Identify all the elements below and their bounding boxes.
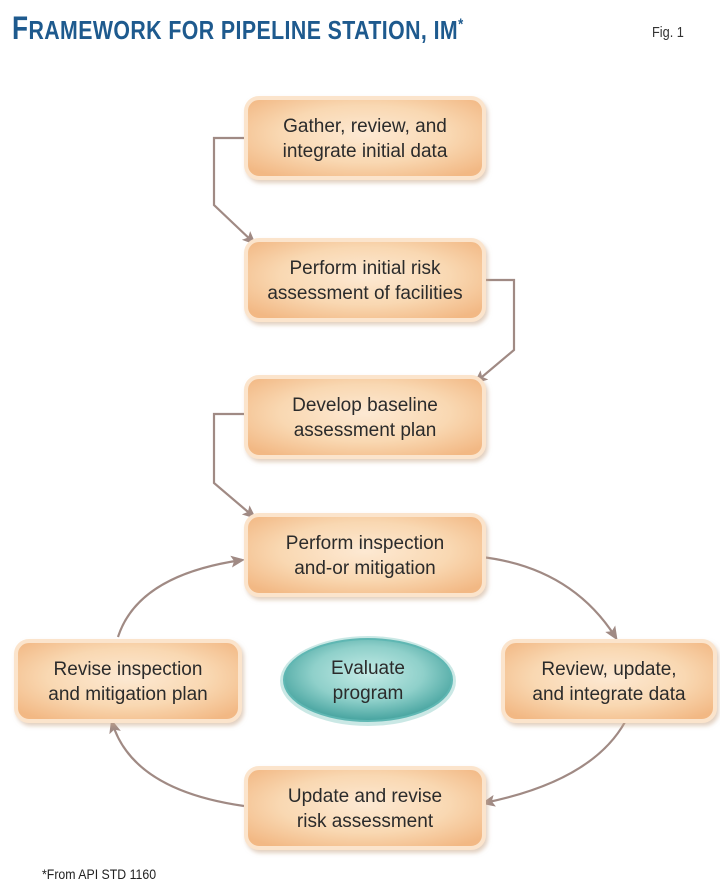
node-gather <box>244 96 486 180</box>
diagram-title: FRAMEWORK FOR PIPELINE STATION, IM* <box>12 10 464 47</box>
node-baseline <box>244 375 486 459</box>
arrow-revise-to-inspection <box>116 555 245 638</box>
risk-initial-label-line1: Perform initial risk <box>290 258 441 279</box>
arrow-update-to-revise <box>109 719 245 808</box>
source-footnote: *From API STD 1160 <box>42 866 157 882</box>
update-risk-label-line1: Update and revise <box>288 786 442 807</box>
figure-label: Fig. 1 <box>652 24 684 41</box>
inspection-label-line2: and-or mitigation <box>294 558 436 579</box>
review-label-line2: and integrate data <box>532 684 686 705</box>
gather-label-line1: Gather, review, and <box>283 116 447 137</box>
arrow-baseline-to-inspection <box>212 412 257 519</box>
revise-plan-label-line2: and mitigation plan <box>48 684 208 705</box>
update-risk-label-line2: risk assessment <box>297 811 434 832</box>
inspection-label-line1: Perform inspection <box>286 533 444 554</box>
title-rest: RAMEWORK FOR PIPELINE STATION, IM <box>28 15 459 45</box>
node-risk-initial <box>244 238 486 322</box>
arrow-review-to-update <box>481 721 626 807</box>
title-initial: F <box>12 10 29 46</box>
gather-label-line2: integrate initial data <box>283 141 448 162</box>
revise-plan-label-line1: Revise inspection <box>54 659 203 680</box>
evaluate-label-line2: program <box>333 683 404 704</box>
node-inspection <box>244 513 486 597</box>
review-label-line1: Review, update, <box>541 659 676 680</box>
risk-initial-label-line2: assessment of facilities <box>267 283 462 304</box>
node-update-risk <box>244 766 486 850</box>
arrow-inspection-to-review <box>481 555 618 641</box>
evaluate-label-line1: Evaluate <box>331 658 405 679</box>
arrow-risk-to-baseline <box>473 278 516 384</box>
baseline-label-line2: assessment plan <box>294 420 437 441</box>
node-evaluate <box>280 636 456 726</box>
arrow-gather-to-risk <box>212 136 257 246</box>
title-asterisk: * <box>458 16 464 34</box>
node-review <box>501 639 717 723</box>
baseline-label-line1: Develop baseline <box>292 395 438 416</box>
node-revise-plan <box>14 639 242 723</box>
